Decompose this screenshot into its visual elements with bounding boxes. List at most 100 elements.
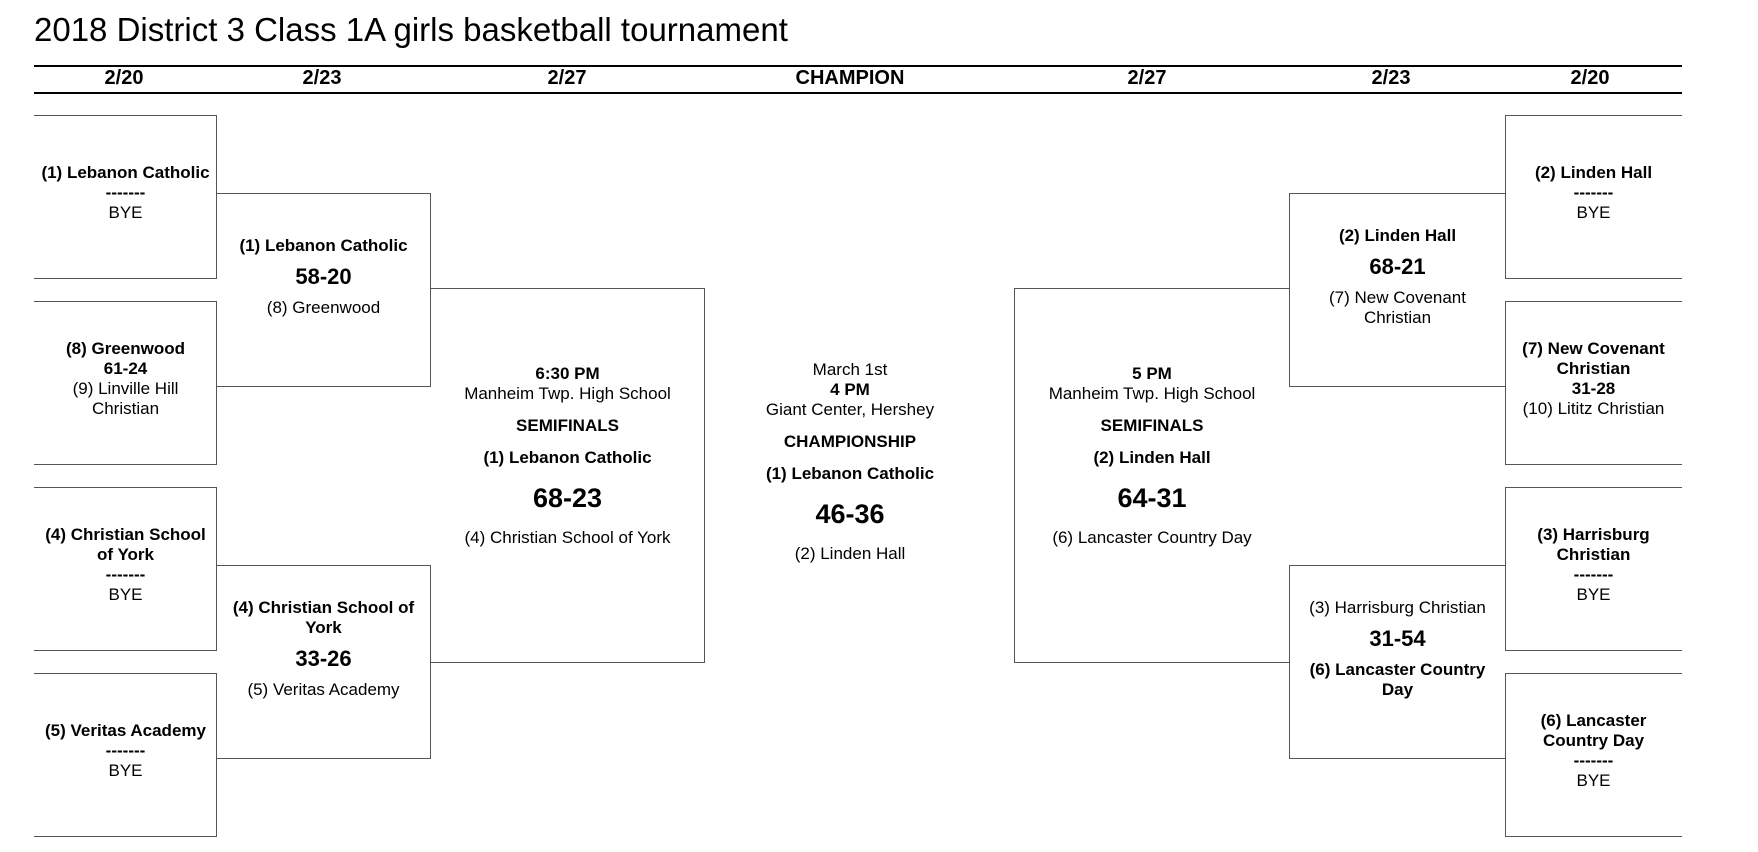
opponent: BYE — [1576, 771, 1611, 790]
game-time: 6:30 PM — [535, 364, 600, 383]
bracket-right-qf-game2 — [1289, 565, 1506, 759]
left-r1-game3: (4) Christian School of York ------- BYE — [34, 525, 217, 605]
game-score: 58-20 — [295, 264, 352, 289]
game-score: 31-54 — [1369, 626, 1426, 651]
column-header-right-quarterfinal: 2/23 — [1371, 67, 1411, 89]
bracket-left-semifinal — [430, 288, 705, 663]
separator: ------- — [105, 565, 146, 584]
championship-game: March 1st 4 PM Giant Center, Hershey CHA… — [730, 360, 970, 564]
left-r1-game4: (5) Veritas Academy ------- BYE — [34, 721, 217, 781]
bracket-left-r1-game2 — [34, 301, 217, 465]
opponent: BYE — [1576, 585, 1611, 604]
separator: ------- — [105, 183, 146, 202]
bracket-right-r1-game1 — [1505, 115, 1682, 279]
bracket-right-r1-game4 — [1505, 673, 1682, 837]
game-score: 68-21 — [1369, 254, 1426, 279]
game-score: 68-23 — [532, 483, 603, 513]
team-name: (2) Linden Hall — [1534, 163, 1653, 182]
game-score: 31-28 — [1571, 379, 1616, 398]
game-time: 5 PM — [1132, 364, 1172, 383]
team-name: (8) Greenwood — [65, 339, 185, 358]
opponent: BYE — [108, 761, 143, 780]
bracket-left-qf-game1 — [216, 193, 431, 387]
left-qf-game1: (1) Lebanon Catholic 58-20 (8) Greenwood — [216, 236, 431, 318]
left-r1-game2: (8) Greenwood 61-24 (9) Linville Hill Ch… — [34, 339, 217, 419]
opponent: BYE — [1576, 203, 1611, 222]
separator: ------- — [105, 741, 146, 760]
team-name-line-1: (7) New Covenant — [1522, 339, 1665, 358]
right-r1-game3: (3) Harrisburg Christian ------- BYE — [1505, 525, 1682, 605]
separator: ------- — [1573, 565, 1614, 584]
winner: (1) Lebanon Catholic — [483, 448, 652, 467]
loser: (3) Harrisburg Christian — [1309, 598, 1486, 617]
right-qf-game2: (3) Harrisburg Christian 31-54 (6) Lanca… — [1289, 598, 1506, 700]
winner: (1) Lebanon Catholic — [765, 464, 935, 483]
page-title: 2018 District 3 Class 1A girls basketbal… — [34, 11, 788, 48]
game-score: 64-31 — [1117, 483, 1187, 513]
bracket-left-r1-game1 — [34, 115, 217, 279]
round-label: CHAMPIONSHIP — [783, 432, 917, 451]
column-header-left-quarterfinal: 2/23 — [302, 67, 342, 89]
winner: (1) Lebanon Catholic — [239, 236, 408, 255]
game-score: 46-36 — [815, 499, 885, 529]
team-name-line-2: Christian — [1556, 545, 1631, 564]
bracket-left-r1-game3 — [34, 487, 217, 651]
loser: (6) Lancaster Country Day — [1052, 528, 1252, 547]
opponent: (10) Lititz Christian — [1522, 399, 1665, 418]
game-venue: Giant Center, Hershey — [765, 400, 935, 419]
winner: (2) Linden Hall — [1338, 226, 1457, 245]
opponent-line-2: Christian — [91, 399, 160, 418]
game-venue: Manheim Twp. High School — [464, 384, 671, 403]
game-score: 33-26 — [295, 646, 352, 671]
right-semifinal: 5 PM Manheim Twp. High School SEMIFINALS… — [1014, 364, 1290, 548]
loser: (8) Greenwood — [266, 298, 381, 317]
separator: ------- — [1573, 751, 1614, 770]
team-name-line-2: Christian — [1556, 359, 1631, 378]
winner-line-1: (6) Lancaster Country — [1309, 660, 1486, 679]
bracket-right-r1-game3 — [1505, 487, 1682, 651]
left-r1-game1: (1) Lebanon Catholic ------- BYE — [34, 163, 217, 223]
right-qf-game1: (2) Linden Hall 68-21 (7) New Covenant C… — [1289, 226, 1506, 328]
game-venue: Manheim Twp. High School — [1048, 384, 1256, 403]
column-header-left-semifinal: 2/27 — [547, 67, 587, 89]
winner-line-2: York — [305, 618, 342, 637]
right-r1-game2: (7) New Covenant Christian 31-28 (10) Li… — [1505, 339, 1682, 419]
column-header-right-first-round: 2/20 — [1570, 67, 1610, 89]
header-bottom-rule — [34, 92, 1682, 94]
left-semifinal: 6:30 PM Manheim Twp. High School SEMIFIN… — [430, 364, 705, 548]
loser-line-1: (7) New Covenant — [1328, 288, 1466, 307]
winner: (2) Linden Hall — [1093, 448, 1211, 467]
winner-line-1: (4) Christian School of — [232, 598, 415, 617]
game-score: 61-24 — [103, 359, 148, 378]
round-label: SEMIFINALS — [1100, 416, 1204, 435]
loser-line-2: Christian — [1363, 308, 1432, 327]
header-top-rule — [34, 65, 1682, 67]
team-name-line-1: (4) Christian School — [45, 525, 206, 544]
team-name-line-2: Country Day — [1542, 731, 1645, 750]
separator: ------- — [1573, 183, 1614, 202]
team-name-line-1: (3) Harrisburg — [1537, 525, 1650, 544]
bracket-left-r1-game4 — [34, 673, 217, 837]
round-label: SEMIFINALS — [516, 416, 619, 435]
column-header-left-first-round: 2/20 — [104, 67, 144, 89]
left-qf-game2: (4) Christian School of York 33-26 (5) V… — [216, 598, 431, 700]
bracket-right-qf-game1 — [1289, 193, 1506, 387]
opponent-line-1: (9) Linville Hill — [72, 379, 179, 398]
bracket-right-semifinal — [1014, 288, 1290, 663]
column-header-champion: CHAMPION — [795, 67, 905, 89]
right-r1-game4: (6) Lancaster Country Day ------- BYE — [1505, 711, 1682, 791]
team-name-line-1: (6) Lancaster — [1540, 711, 1647, 730]
loser: (2) Linden Hall — [794, 544, 906, 563]
team-name: (5) Veritas Academy — [45, 721, 206, 740]
bracket-right-r1-game2 — [1505, 301, 1682, 465]
game-time: 4 PM — [830, 380, 870, 399]
team-name-line-2: of York — [97, 545, 154, 564]
right-r1-game1: (2) Linden Hall ------- BYE — [1505, 163, 1682, 223]
column-header-right-semifinal: 2/27 — [1127, 67, 1167, 89]
winner-line-2: Day — [1381, 680, 1414, 699]
opponent: BYE — [108, 203, 143, 222]
game-date: March 1st — [812, 360, 888, 379]
loser: (5) Veritas Academy — [247, 680, 400, 699]
loser: (4) Christian School of York — [464, 528, 671, 547]
opponent: BYE — [108, 585, 143, 604]
